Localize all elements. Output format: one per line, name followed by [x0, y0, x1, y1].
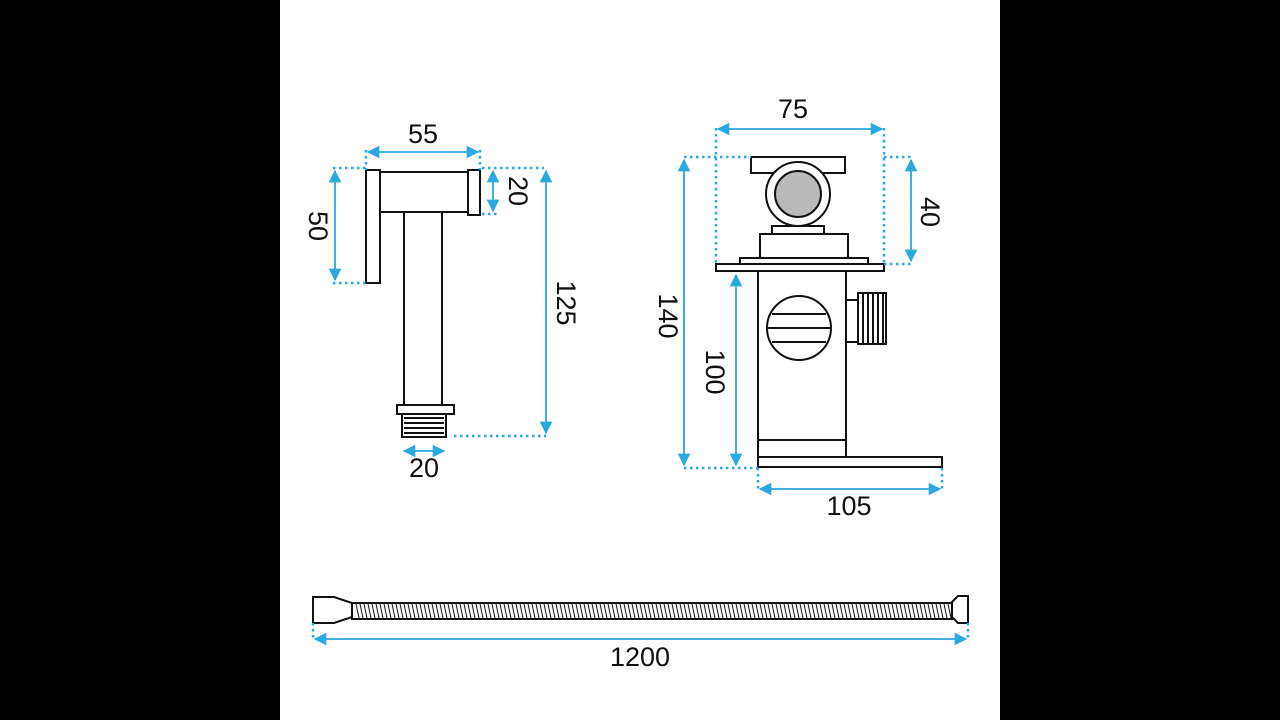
dim-valve-total-height: 140 [653, 293, 683, 338]
valve-drawing [715, 156, 943, 468]
hose-ribbing [355, 603, 952, 619]
dim-handset-width: 55 [408, 119, 438, 149]
dim-valve-plate-width: 75 [778, 94, 808, 124]
dim-valve-body-height: 100 [700, 349, 730, 394]
dim-handset-head-height: 20 [503, 176, 533, 206]
drawing-sheet [280, 0, 1000, 720]
dim-valve-lever-length: 105 [826, 491, 871, 521]
dim-handset-button-height: 50 [303, 211, 333, 241]
dim-handset-total-height: 125 [551, 280, 581, 325]
dim-hose-length: 1200 [610, 642, 670, 672]
handset-drawing [365, 169, 481, 438]
dim-valve-plate-height: 40 [915, 197, 945, 227]
dimension-labels: 55 20 50 125 20 75 40 140 100 105 1200 [303, 94, 945, 672]
dim-handset-thread: 20 [409, 453, 439, 483]
hose-drawing [312, 595, 969, 624]
dimension-lines [311, 122, 970, 646]
